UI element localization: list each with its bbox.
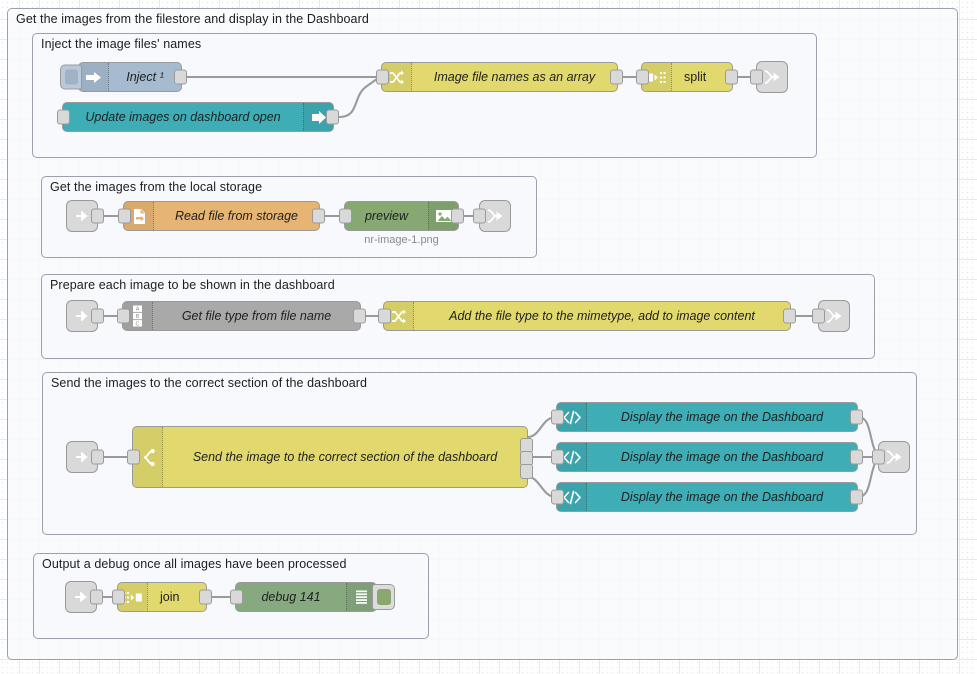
node-split-output-port[interactable] — [725, 69, 738, 85]
node-debug-141[interactable]: debug 141 — [230, 582, 395, 612]
link-in-node-2-output-port[interactable] — [91, 308, 104, 324]
link-in-node-3[interactable] — [66, 441, 104, 473]
node-display-3-input-port[interactable] — [551, 489, 564, 505]
debug-lines-icon — [346, 583, 376, 611]
debug-toggle-button[interactable] — [372, 584, 395, 610]
link-in-icon — [75, 592, 88, 602]
node-add-mimetype-output-port[interactable] — [783, 308, 796, 324]
group-send-label: Send the images to the correct section o… — [51, 376, 368, 390]
link-in-node-1-output-port[interactable] — [91, 208, 104, 224]
node-add-mimetype[interactable]: Add the file type to the mimetype, add t… — [378, 301, 796, 331]
group-storage-label: Get the images from the local storage — [50, 180, 263, 194]
node-image-file-names[interactable]: Image file names as an array — [376, 62, 623, 92]
svg-text:C: C — [136, 321, 140, 327]
node-display-1-output-port[interactable] — [850, 409, 863, 425]
inject-trigger-button[interactable] — [60, 64, 82, 90]
node-image-file-names-input-port[interactable] — [376, 69, 389, 85]
node-preview[interactable]: preview — [339, 201, 464, 231]
node-display-3-label: Display the image on the Dashboard — [620, 490, 824, 504]
node-join-label: join — [160, 590, 180, 604]
node-update-images-input-port[interactable] — [57, 109, 70, 125]
link-in-icon — [76, 311, 89, 321]
node-display-2-label: Display the image on the Dashboard — [620, 450, 824, 464]
node-split-input-port[interactable] — [636, 69, 649, 85]
link-out-icon — [764, 70, 780, 84]
node-read-file[interactable]: Read file from storage — [118, 201, 325, 231]
node-preview-output-port[interactable] — [451, 208, 464, 224]
node-join-input-port[interactable] — [112, 589, 125, 605]
svg-text:A: A — [136, 307, 140, 313]
node-debug-141-label: debug 141 — [261, 590, 321, 604]
node-update-images[interactable]: Update images on dashboard open — [57, 102, 339, 132]
node-preview-label: preview — [364, 209, 409, 223]
link-in-node-4[interactable] — [65, 581, 103, 613]
node-preview-input-port[interactable] — [339, 208, 352, 224]
link-in-node-3-output-port[interactable] — [91, 449, 104, 465]
node-image-file-names-label: Image file names as an array — [433, 70, 596, 84]
node-send-switch[interactable]: Send the image to the correct section of… — [127, 426, 533, 488]
node-inject-1-label: Inject ¹ — [126, 70, 164, 84]
node-display-3[interactable]: Display the image on the Dashboard — [551, 482, 863, 512]
node-inject-1-output-port[interactable] — [174, 69, 187, 85]
link-out-icon — [886, 450, 902, 464]
node-read-file-label: Read file from storage — [175, 209, 298, 223]
node-image-file-names-output-port[interactable] — [610, 69, 623, 85]
node-send-switch-output-port-3[interactable] — [520, 464, 533, 479]
group-inject-label: Inject the image files' names — [41, 37, 202, 51]
link-out-node-4[interactable] — [872, 441, 910, 473]
link-in-icon — [76, 452, 89, 462]
link-in-node-2[interactable] — [66, 300, 104, 332]
link-out-icon — [487, 209, 503, 223]
node-update-images-label: Update images on dashboard open — [85, 110, 281, 124]
link-in-node-4-output-port[interactable] — [90, 589, 103, 605]
node-read-file-input-port[interactable] — [118, 208, 131, 224]
node-join[interactable]: join — [112, 582, 212, 612]
link-out-node-2-input-port[interactable] — [473, 208, 486, 224]
node-inject-1[interactable]: Inject ¹ — [60, 62, 187, 92]
link-in-node-1[interactable] — [66, 200, 104, 232]
node-update-images-output-port[interactable] — [326, 109, 339, 125]
group-prepare-label: Prepare each image to be shown in the da… — [50, 278, 335, 292]
group-outer-label: Get the images from the filestore and di… — [16, 12, 369, 26]
node-add-mimetype-label: Add the file type to the mimetype, add t… — [449, 309, 755, 323]
svg-text:B: B — [136, 314, 140, 320]
node-display-3-output-port[interactable] — [850, 489, 863, 505]
group-debug-label: Output a debug once all images have been… — [42, 557, 347, 571]
node-display-2-output-port[interactable] — [850, 449, 863, 465]
link-out-node-4-input-port[interactable] — [872, 449, 885, 465]
node-debug-141-input-port[interactable] — [230, 589, 243, 605]
node-preview-caption: nr-image-1.png — [364, 234, 439, 246]
link-out-node-3[interactable] — [812, 300, 850, 332]
node-display-1-input-port[interactable] — [551, 409, 564, 425]
link-out-node-2[interactable] — [473, 200, 511, 232]
node-send-switch-input-port[interactable] — [127, 449, 140, 465]
node-split-label: split — [684, 70, 707, 84]
group-inject[interactable]: Inject the image files' names — [32, 33, 817, 158]
node-display-1[interactable]: Display the image on the Dashboard — [551, 402, 863, 432]
node-display-2[interactable]: Display the image on the Dashboard — [551, 442, 863, 472]
node-add-mimetype-input-port[interactable] — [378, 308, 391, 324]
node-split[interactable]: split — [636, 62, 738, 92]
link-in-icon — [76, 211, 89, 221]
link-out-node-3-input-port[interactable] — [812, 308, 825, 324]
node-display-2-input-port[interactable] — [551, 449, 564, 465]
link-out-node-1[interactable] — [750, 61, 788, 93]
inject-arrow-icon — [79, 63, 109, 91]
node-get-file-type-output-port[interactable] — [353, 308, 366, 324]
node-get-file-type[interactable]: A B C Get file type from file name — [117, 301, 366, 331]
link-out-node-1-input-port[interactable] — [750, 69, 763, 85]
node-join-output-port[interactable] — [199, 589, 212, 605]
node-read-file-output-port[interactable] — [312, 208, 325, 224]
node-get-file-type-label: Get file type from file name — [181, 309, 332, 323]
node-display-1-label: Display the image on the Dashboard — [620, 410, 824, 424]
link-out-icon — [826, 309, 842, 323]
node-get-file-type-input-port[interactable] — [117, 308, 130, 324]
node-send-switch-label: Send the image to the correct section of… — [192, 450, 498, 464]
